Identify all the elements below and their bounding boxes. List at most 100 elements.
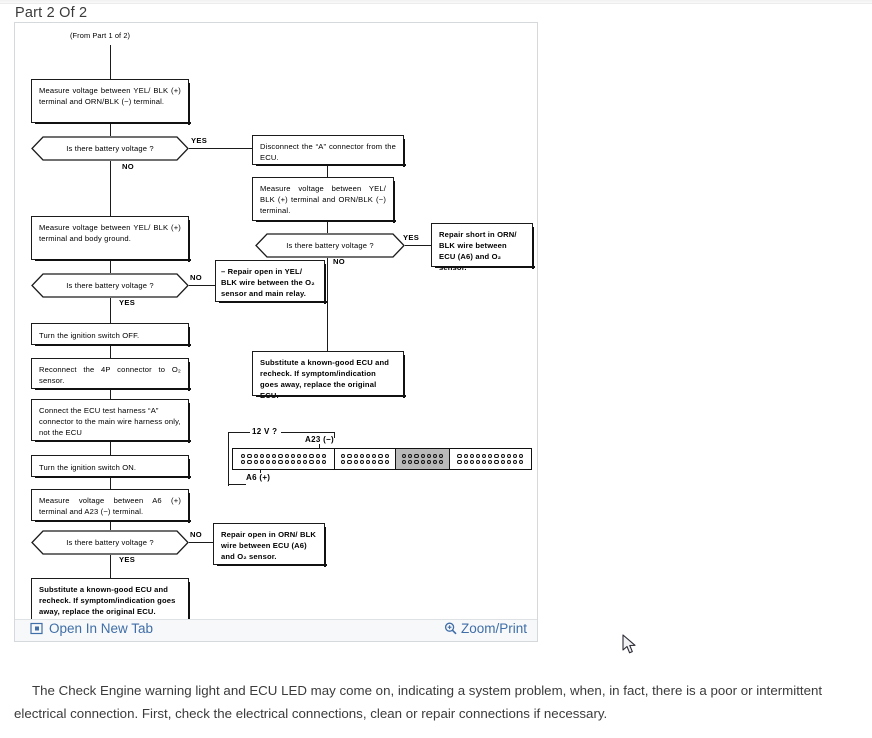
pin-segment-3	[394, 448, 451, 470]
connector-pin	[475, 453, 481, 458]
hexagon-shape	[31, 136, 189, 161]
pin-segment-2	[333, 448, 397, 470]
pin-row	[338, 459, 392, 465]
connector-pin	[359, 460, 364, 465]
diagram-canvas: (From Part 1 of 2) Measure voltage betwe…	[15, 23, 537, 620]
connector-line	[110, 298, 112, 323]
connector-pin	[432, 460, 438, 465]
connector-pin	[488, 460, 493, 465]
connector-pin	[290, 453, 295, 458]
connector-line	[189, 148, 252, 150]
connector-pin	[259, 460, 265, 465]
pin-segment-1	[232, 448, 336, 470]
repair-open-ornblk: Repair open in ORN/ BLK wire between ECU…	[213, 523, 327, 567]
connector-pin	[408, 453, 413, 458]
connector-pin	[475, 460, 481, 465]
connector-pin	[500, 453, 505, 458]
step-measure-yelblk-ornblk-2: Measure voltage between YEL/ BLK (+) ter…	[252, 177, 396, 223]
body-paragraph: The Check Engine warning light and ECU L…	[14, 683, 823, 721]
pin-row	[453, 459, 528, 465]
connector-pin	[513, 453, 518, 458]
connector-pin	[401, 460, 407, 465]
pin-row	[338, 453, 392, 459]
connector-pin	[253, 460, 258, 465]
connector-pin	[241, 453, 246, 458]
connector-pin	[372, 460, 377, 465]
label-yes-b: YES	[403, 233, 420, 242]
connector-pin	[284, 460, 289, 465]
connector-pin	[266, 453, 271, 458]
connector-pin	[414, 453, 419, 458]
connector-line	[110, 390, 112, 399]
mouse-cursor	[622, 634, 638, 661]
magnifier-plus-icon	[444, 622, 457, 635]
connector-pin	[278, 453, 283, 458]
connector-line	[110, 346, 112, 358]
connector-pin	[309, 453, 314, 458]
repair-short-ornblk: Repair short in ORN/ BLK wire between EC…	[431, 223, 535, 272]
pin-row	[236, 453, 331, 459]
decision-battery-voltage-1: Is there battery voltage ?	[31, 136, 189, 161]
connector-pin	[463, 460, 468, 465]
connector-pin	[347, 460, 352, 465]
step-reconnect-4p: Reconnect the 4P connector to O₂ sensor.	[31, 358, 191, 391]
connector-pin	[384, 460, 389, 465]
pin-row	[399, 453, 447, 459]
pin-segment-4	[449, 448, 532, 470]
connector-pin	[309, 460, 314, 465]
connector-pin	[384, 453, 389, 458]
connector-pin	[500, 460, 505, 465]
repair-open-yelblk: – Repair open in YEL/ BLK wire between t…	[215, 260, 327, 304]
connector-pin	[341, 460, 346, 465]
connector-pin	[347, 453, 352, 458]
connector-pin	[321, 453, 326, 458]
step-connect-test-harness: Connect the ECU test harness “A” connect…	[31, 399, 191, 443]
diagram-viewer-panel: (From Part 1 of 2) Measure voltage betwe…	[14, 22, 538, 642]
connector-pin	[372, 453, 377, 458]
connector-line	[110, 124, 112, 136]
bracket-line	[281, 432, 335, 434]
connector-pin	[426, 460, 431, 465]
connector-pin	[439, 460, 444, 465]
connector-pin	[378, 460, 383, 465]
connector-pin	[414, 460, 419, 465]
connector-pin	[365, 453, 371, 458]
hexagon-shape	[255, 233, 405, 258]
open-in-new-tab-button[interactable]: Open In New Tab	[30, 621, 153, 636]
connector-pin	[296, 460, 302, 465]
connector-line	[327, 258, 329, 351]
connector-pin	[506, 453, 512, 458]
decision-battery-voltage-3: Is there battery voltage ?	[31, 530, 189, 555]
connector-line	[110, 161, 112, 216]
connector-pin	[519, 453, 524, 458]
zoom-print-label[interactable]: Zoom/Print	[460, 621, 527, 636]
leader-line	[319, 444, 321, 450]
connector-pin	[519, 460, 524, 465]
connector-line	[189, 542, 213, 544]
bracket-line	[228, 484, 246, 486]
connector-pin	[426, 453, 431, 458]
label-yes-1: YES	[191, 136, 208, 145]
connector-line	[189, 285, 216, 287]
connector-pin	[321, 460, 326, 465]
connector-pin	[494, 460, 499, 465]
connector-pin	[401, 453, 407, 458]
label-yes-3: YES	[119, 555, 136, 564]
connector-pin	[303, 460, 308, 465]
connector-pin	[359, 453, 364, 458]
connector-pin	[365, 460, 371, 465]
zoom-print-button[interactable]: Zoom/Print	[444, 621, 527, 636]
top-chrome-strip	[0, 0, 872, 4]
connector-line	[110, 261, 112, 273]
step-substitute-ecu-left: Substitute a known-good ECU and recheck.…	[31, 578, 190, 620]
connector-pin	[315, 460, 320, 465]
connector-pin	[420, 460, 425, 465]
connector-pin	[469, 453, 474, 458]
connector-pin	[469, 460, 474, 465]
connector-pin	[303, 453, 308, 458]
connector-pin	[457, 460, 462, 465]
connector-pin	[241, 460, 246, 465]
open-in-new-tab-label[interactable]: Open In New Tab	[49, 621, 154, 636]
step-measure-body-ground: Measure voltage between YEL/ BLK (+) ter…	[31, 216, 191, 262]
step-disconnect-a-connector: Disconnect the “A” connector from the EC…	[252, 135, 406, 167]
